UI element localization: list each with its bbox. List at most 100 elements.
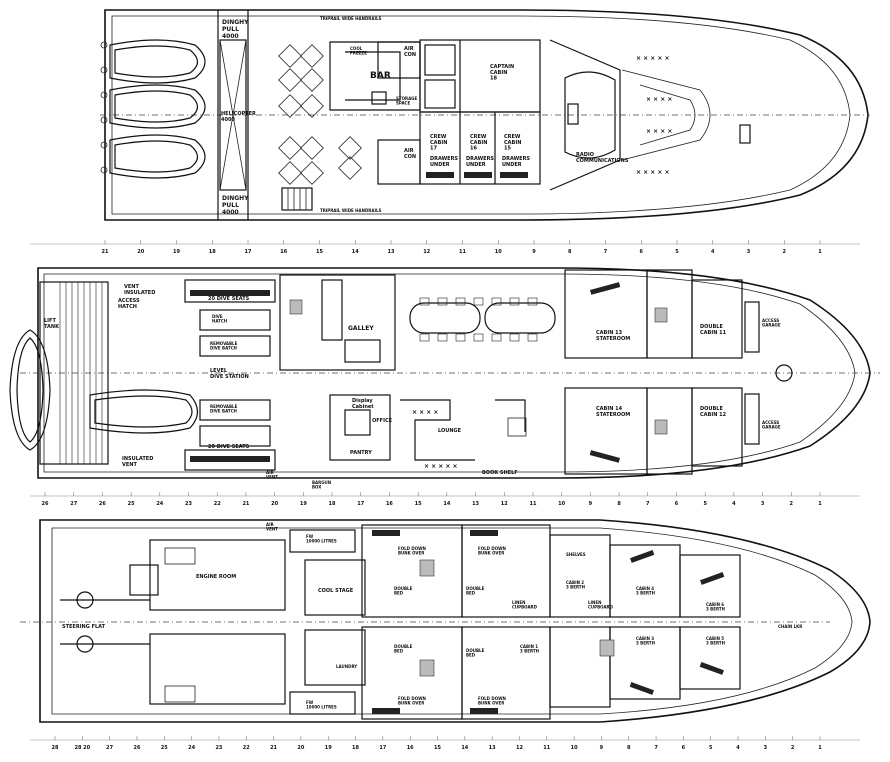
main-dinghy	[89, 389, 199, 434]
label-shelves: SHELVES	[566, 552, 586, 557]
label-steering: STEERING FLAT	[62, 624, 106, 630]
dining-chair	[437, 333, 448, 342]
engine-room	[60, 539, 286, 705]
label-handrail-bot: TRIPRAIL WIDE HANDRAILS	[320, 208, 382, 213]
frame-number: 17	[357, 501, 364, 507]
frame-number: 9	[532, 249, 536, 255]
frame-number: 16	[407, 745, 414, 751]
frame-number: 20	[297, 745, 304, 751]
frame-number: 19	[300, 501, 307, 507]
frame-number: 22	[243, 745, 250, 751]
guest-cabins	[361, 524, 741, 720]
frame-number: 21	[102, 249, 109, 255]
frame-number: 13	[388, 249, 395, 255]
label-dive-seats: 20 DIVE SEATS	[208, 296, 250, 302]
bridge: × × × × × × × × × × × × × × × × × ×	[549, 39, 751, 191]
frame-number: 28 20	[74, 745, 90, 751]
frame-number: 19	[173, 249, 180, 255]
frame-number: 3	[747, 249, 751, 255]
label-lounge: LOUNGE	[438, 428, 462, 434]
frame-number: 16	[386, 501, 393, 507]
frame-number: 16	[280, 249, 287, 255]
label-pantry: PANTRY	[350, 450, 372, 456]
frame-number: 11	[529, 501, 536, 507]
staterooms	[564, 269, 793, 475]
dining-chair	[455, 297, 466, 306]
frame-number: 12	[423, 249, 430, 255]
frame-number: 4	[732, 501, 736, 507]
frame-number: 8	[617, 501, 621, 507]
frame-number: 13	[489, 745, 496, 751]
frame-number: 25	[128, 501, 135, 507]
frame-number: 9	[600, 745, 604, 751]
frame-number: 6	[640, 249, 644, 255]
frame-number: 14	[443, 501, 450, 507]
frame-number: 15	[434, 745, 441, 751]
label-cool-stage: COOL STAGE	[318, 588, 354, 594]
svg-text:× × × × ×: × × × × ×	[424, 463, 458, 470]
dining-chair	[527, 333, 538, 342]
dining-tables	[409, 297, 556, 342]
frame-number: 12	[516, 745, 523, 751]
frame-number: 20	[137, 249, 144, 255]
tanks	[289, 529, 366, 715]
svg-text:× × × ×: × × × ×	[646, 128, 672, 135]
frame-number: 1	[818, 501, 822, 507]
frame-number: 21	[270, 745, 277, 751]
frame-number: 1	[818, 249, 822, 255]
frame-number: 14	[352, 249, 359, 255]
frame-number: 6	[682, 745, 686, 751]
frame-number: 26	[133, 745, 140, 751]
dining-chair	[455, 333, 466, 342]
dive-area	[184, 279, 276, 471]
frame-number: 6	[675, 501, 679, 507]
frame-number: 14	[461, 745, 468, 751]
frame-number: 9	[589, 501, 593, 507]
outdoor-tables	[278, 44, 362, 185]
svg-text:× × × ×: × × × ×	[412, 409, 438, 416]
frame-number: 19	[325, 745, 332, 751]
frame-number: 18	[209, 249, 216, 255]
frame-number: 23	[215, 745, 222, 751]
label-office: OFFICE	[372, 418, 393, 424]
frame-number: 28	[52, 745, 59, 751]
svg-text:× × × ×: × × × ×	[646, 96, 672, 103]
frame-number: 2	[791, 745, 795, 751]
stern-tender	[9, 329, 51, 451]
frame-number: 11	[543, 745, 550, 751]
frame-number: 3	[761, 501, 765, 507]
